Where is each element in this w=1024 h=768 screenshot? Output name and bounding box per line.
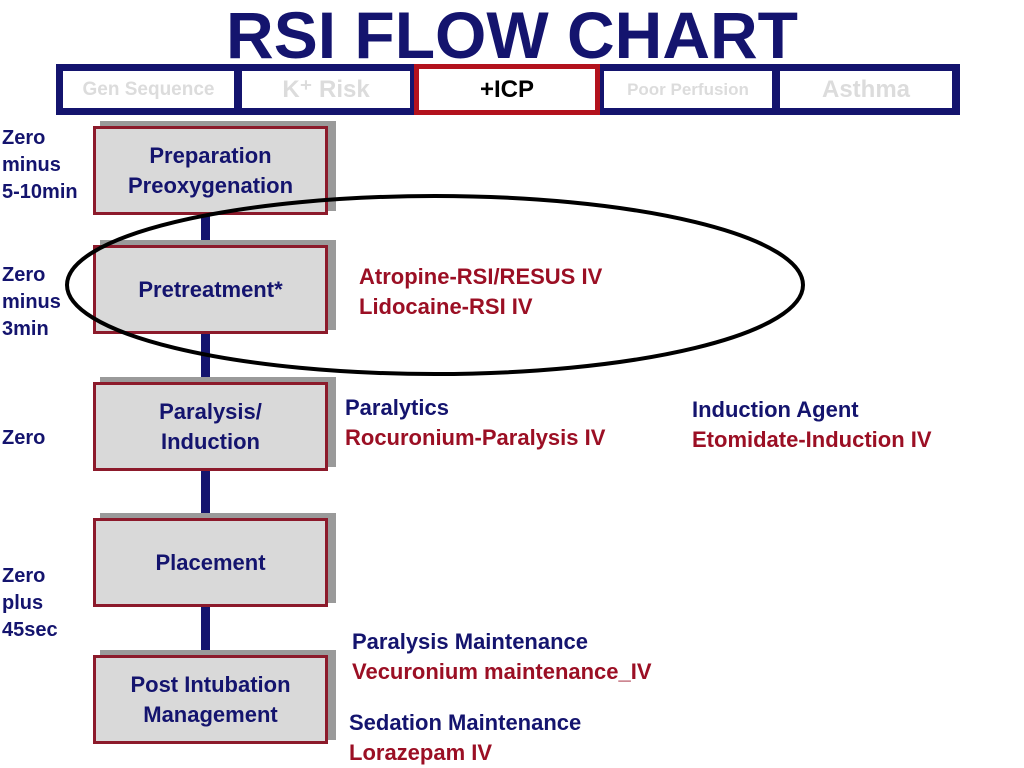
induction-header: Induction Agent bbox=[692, 397, 859, 422]
sedation-maintenance-drug: Lorazepam IV bbox=[349, 740, 493, 765]
paralysis-maintenance-drug: Vecuronium maintenance_IV bbox=[352, 659, 652, 684]
step-placement: Placement bbox=[93, 518, 328, 607]
time-label-paralysis: Zero bbox=[2, 427, 46, 449]
step-label: Preparation Preoxygenation bbox=[127, 142, 294, 198]
protocol-tab-bar: Gen Sequence K⁺ Risk +ICP Poor Perfusion… bbox=[56, 64, 960, 115]
pretreatment-drug-lidocaine: Lidocaine-RSI IV bbox=[359, 294, 533, 319]
time-label-pretreatment: Zero minus 3min bbox=[2, 264, 61, 340]
tab-poor-perfusion[interactable]: Poor Perfusion bbox=[604, 71, 772, 108]
step-paralysis-induction: Paralysis/ Induction bbox=[93, 382, 328, 471]
paralytic-drug: Rocuronium-Paralysis IV bbox=[345, 425, 606, 450]
step-label: Post Intubation Management bbox=[130, 671, 291, 727]
tab-k-risk[interactable]: K⁺ Risk bbox=[242, 71, 410, 108]
induction-drug: Etomidate-Induction IV bbox=[692, 427, 932, 452]
sedation-maintenance-header: Sedation Maintenance bbox=[349, 710, 582, 735]
step-pretreatment: Pretreatment* bbox=[93, 245, 328, 334]
page-title: RSI FLOW CHART bbox=[226, 0, 798, 72]
time-label-placement: Zero plus 45sec bbox=[2, 565, 58, 641]
tab-asthma[interactable]: Asthma bbox=[780, 71, 952, 108]
step-post-intubation: Post Intubation Management bbox=[93, 655, 328, 744]
step-label: Paralysis/ Induction bbox=[159, 398, 262, 454]
paralytics-header: Paralytics bbox=[345, 395, 449, 420]
time-label-preparation: Zero minus 5-10min bbox=[2, 127, 78, 203]
tab-icp[interactable]: +ICP bbox=[414, 64, 600, 115]
step-preparation: Preparation Preoxygenation bbox=[93, 126, 328, 215]
pretreatment-drug-atropine: Atropine-RSI/RESUS IV bbox=[359, 264, 603, 289]
step-label: Placement bbox=[155, 549, 266, 575]
paralysis-maintenance-header: Paralysis Maintenance bbox=[352, 629, 589, 654]
step-label: Pretreatment* bbox=[138, 276, 283, 302]
tab-gen-sequence[interactable]: Gen Sequence bbox=[63, 71, 234, 108]
